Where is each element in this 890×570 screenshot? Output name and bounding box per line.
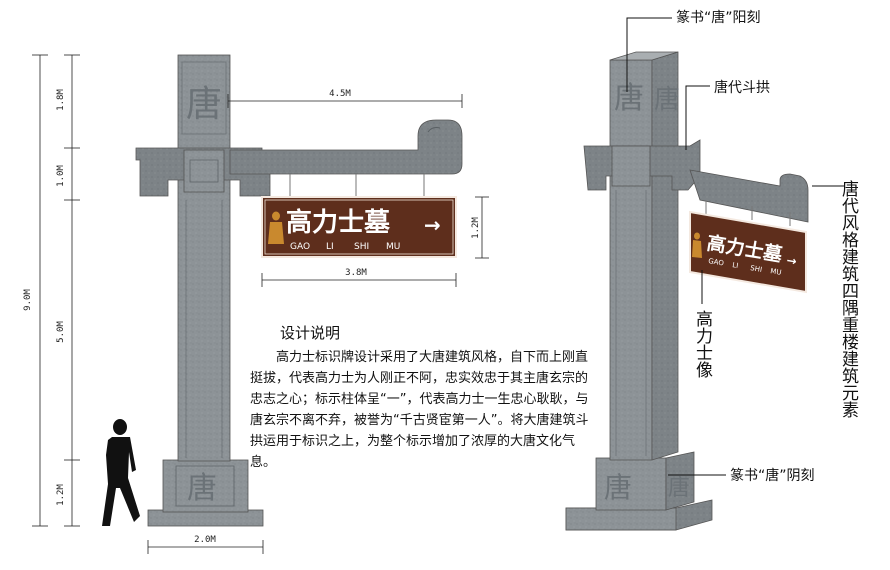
callout-seal-relief: 篆书“唐”阳刻 xyxy=(676,9,761,26)
perspective-view: 高力士墓 → GAO LI SHI MU 唐 唐 唐 唐 xyxy=(565,51,809,531)
sign-board xyxy=(261,196,457,258)
persp-pinyin-1: GAO xyxy=(708,257,725,268)
dim-arm-length: 4.5M xyxy=(329,89,351,99)
front-elevation: 高力士墓 → GAO LI SHI MU 唐 唐 xyxy=(135,54,463,527)
design-description: 设计说明 高力士标识牌设计采用了大唐建筑风格，自下而上刚直挺拔，代表高力士为人刚… xyxy=(250,322,600,473)
persp-seal-side-top: 唐 xyxy=(654,85,680,115)
gao-lishi-statue xyxy=(268,211,284,244)
sign-arrow: → xyxy=(424,213,441,237)
description-title: 设计说明 xyxy=(280,324,341,342)
persp-pinyin-4: MU xyxy=(770,267,782,277)
persp-seal-side-base: 唐 xyxy=(668,476,690,501)
dim-seg-shaft: 5.0M xyxy=(56,321,66,343)
sign-arm xyxy=(229,119,463,175)
description-body: 高力士标识牌设计采用了大唐建筑风格，自下而上刚直挺拔，代表高力士为人刚正不阿，忠… xyxy=(250,350,589,470)
sign-pinyin-3: SHI xyxy=(354,242,369,252)
persp-arm xyxy=(689,169,809,223)
dim-base-width: 2.0M xyxy=(194,535,216,545)
persp-base xyxy=(595,457,667,511)
dim-seg-beam: 1.0M xyxy=(56,165,66,187)
persp-pinyin-3: SHI xyxy=(750,264,763,274)
sign-title: 高力士墓 xyxy=(286,207,391,238)
pillar-base-plinth xyxy=(147,509,264,527)
dim-sign-height: 1.2M xyxy=(471,217,481,239)
persp-sign-arrow: → xyxy=(786,253,798,268)
persp-seal-front-base: 唐 xyxy=(604,471,632,504)
sign-pinyin-1: GAO xyxy=(290,242,310,252)
seal-char-top: 唐 xyxy=(186,84,222,125)
persp-seal-front-top: 唐 xyxy=(614,81,644,116)
sign-pinyin-2: LI xyxy=(326,242,334,252)
human-scale-silhouette xyxy=(102,419,140,526)
sign-pinyin-4: MU xyxy=(386,242,400,252)
callout-roof-style: 唐代风格建筑四隅重楼建筑元素 xyxy=(838,179,859,418)
callout-seal-intaglio: 篆书“唐”阴刻 xyxy=(730,467,815,484)
dim-total-height: 9.0M xyxy=(23,289,33,311)
callout-dougong: 唐代斗拱 xyxy=(714,79,770,96)
seal-char-base: 唐 xyxy=(187,471,217,506)
callout-statue: 高力士像 xyxy=(692,310,713,378)
persp-shaft xyxy=(609,59,653,461)
persp-sign-board xyxy=(689,210,807,294)
persp-pinyin-2: LI xyxy=(732,261,739,270)
pillar-shaft xyxy=(177,54,231,462)
persp-statue xyxy=(692,232,702,258)
dim-sign-width: 3.8M xyxy=(345,268,367,278)
callout-leaders xyxy=(626,17,844,476)
dim-seg-base: 1.2M xyxy=(56,484,66,506)
dimension-lines xyxy=(32,54,489,554)
dim-seg-top: 1.8M xyxy=(56,89,66,111)
